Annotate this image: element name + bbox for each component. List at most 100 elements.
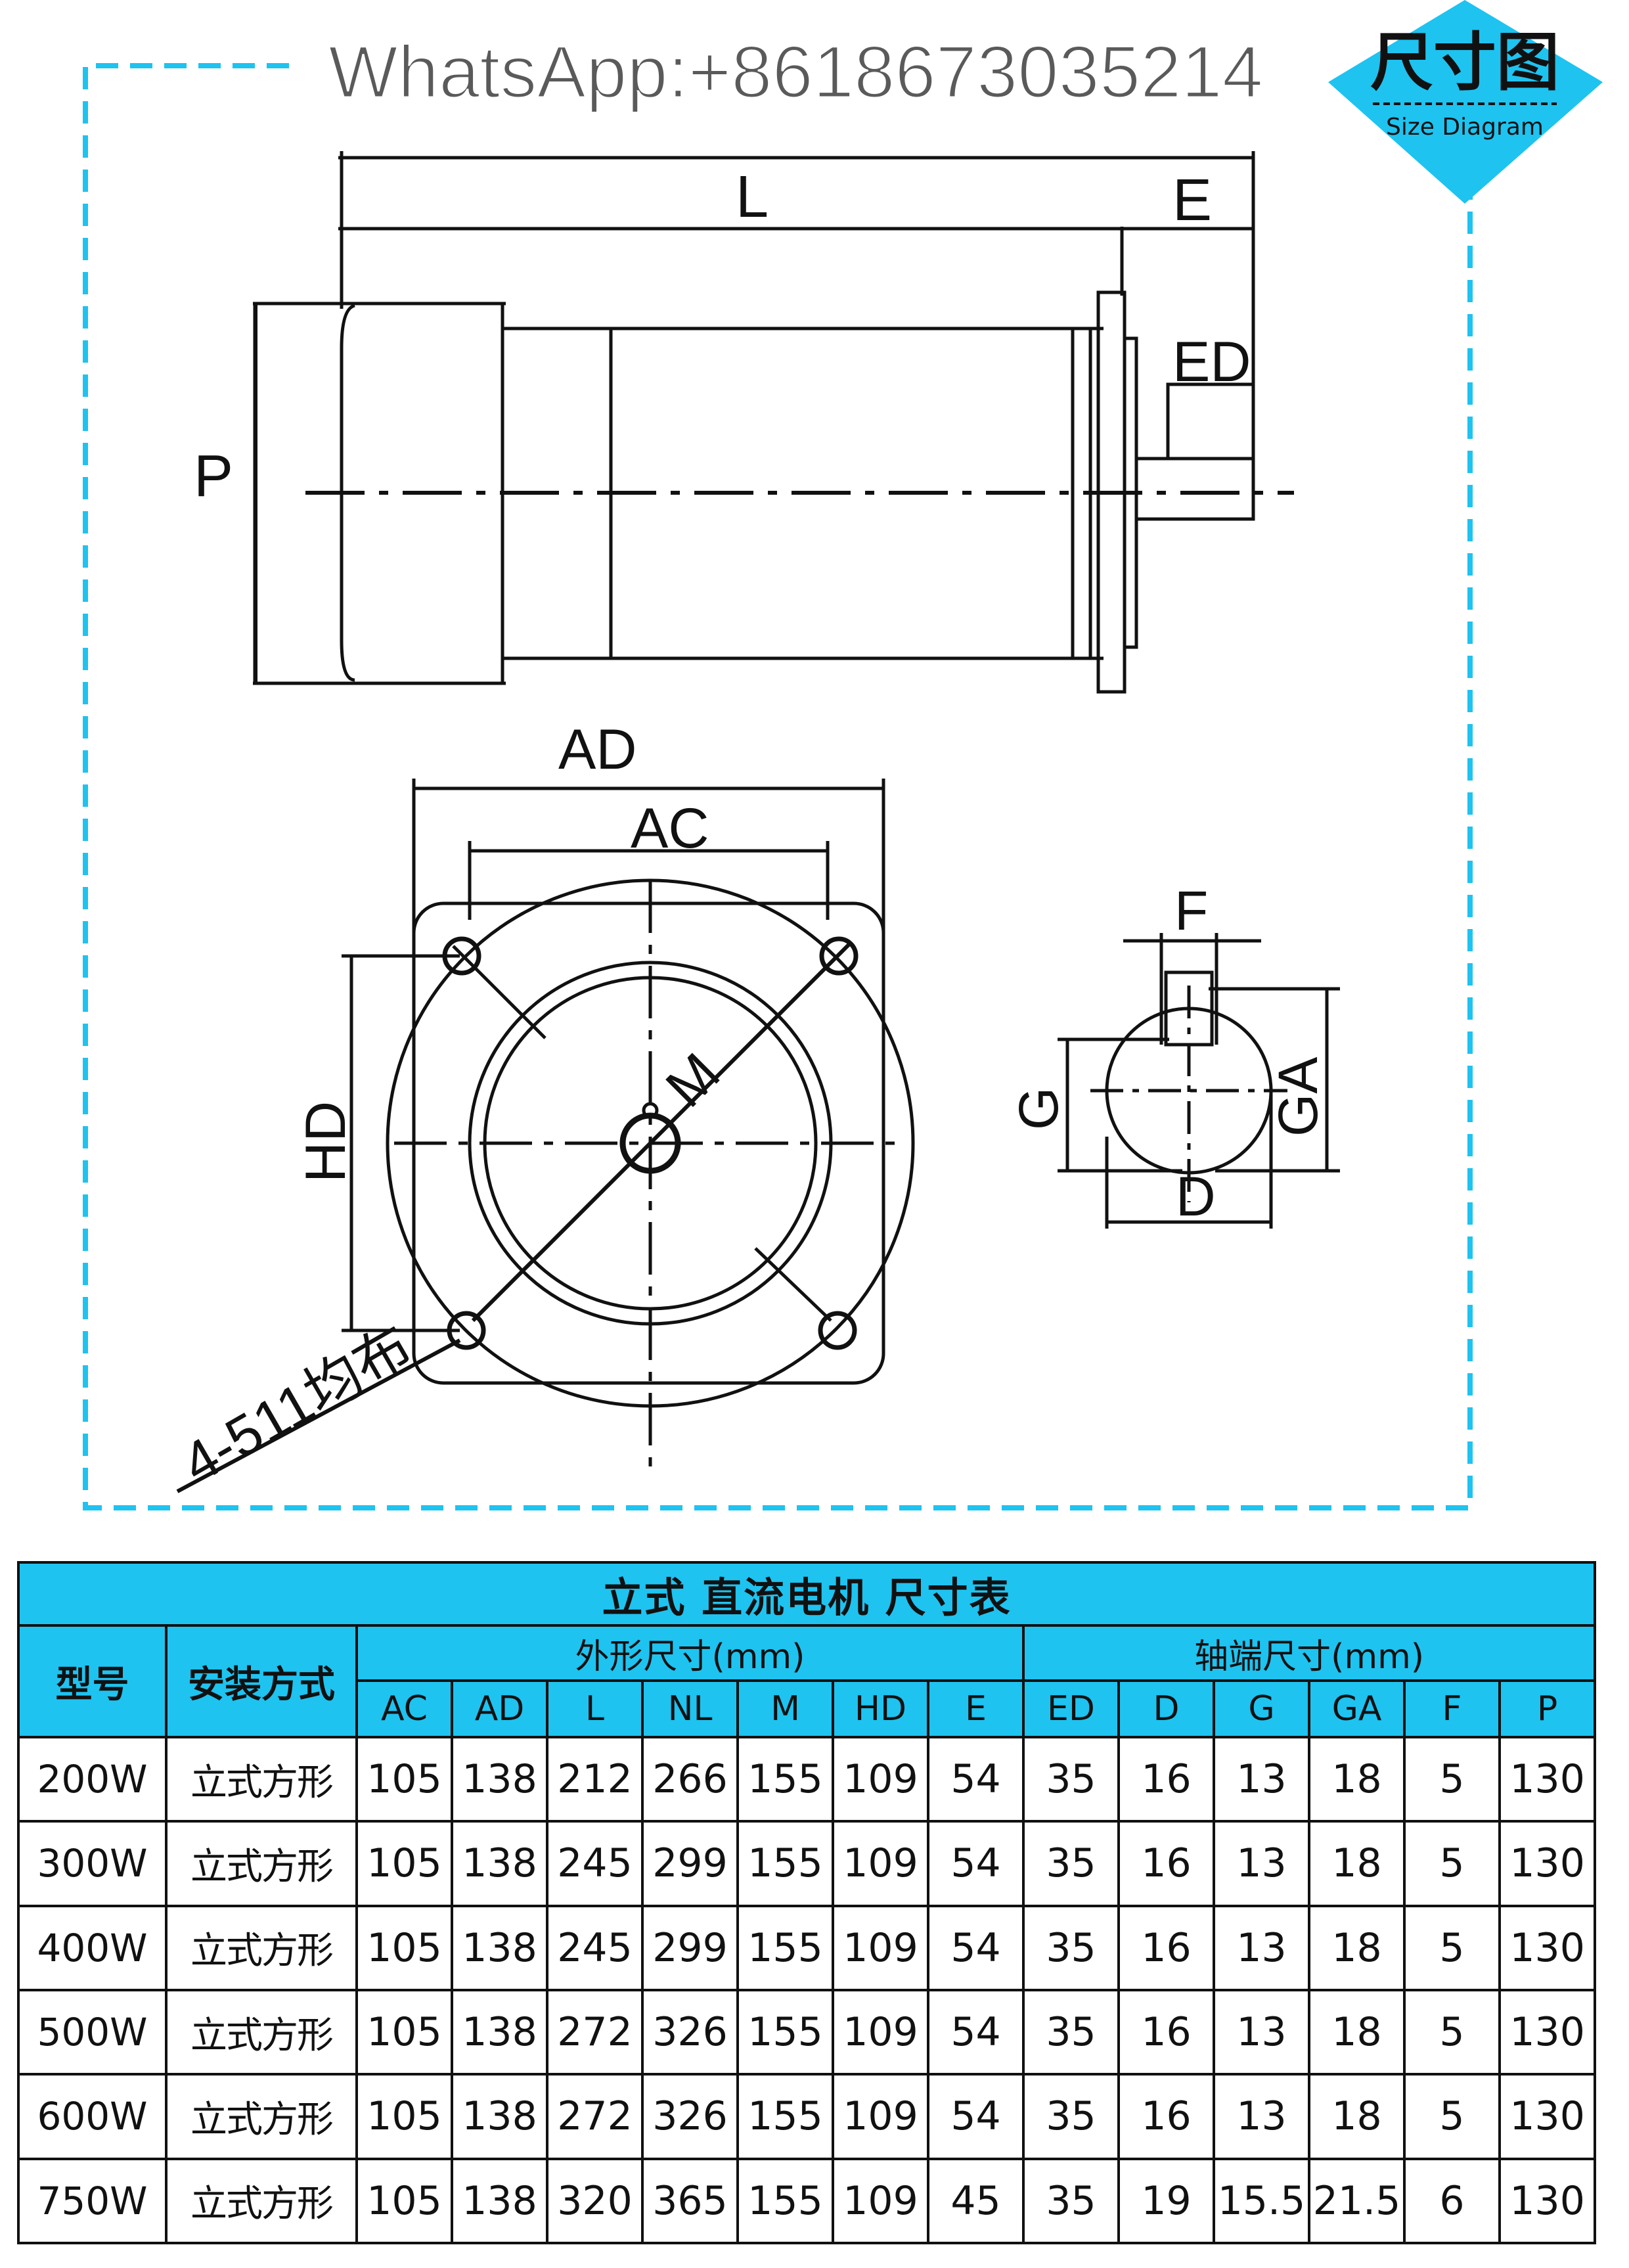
dimension-diagram: WhatsApp:+8618673035214 L E ED P [83,30,1473,1510]
label-AD: AD [558,718,636,781]
value-cell: 6 [1403,2157,1501,2245]
value-cell: 130 [1498,1904,1597,1991]
value-cell: 130 [1498,2157,1597,2245]
value-cell: 15.5 [1213,2157,1310,2245]
value-cell: 155 [736,1820,834,1907]
col-header-g: G [1213,1679,1310,1738]
value-cell: 18 [1308,1904,1406,1991]
value-cell: 13 [1213,1735,1310,1823]
group-outer-header: 外形尺寸(mm) [355,1624,1025,1682]
col-header-m: M [736,1679,834,1738]
value-cell: 272 [546,2073,644,2160]
col-header-nl: NL [641,1679,739,1738]
value-cell: 299 [641,1904,739,1991]
value-cell: 16 [1117,1988,1215,2076]
value-cell: 109 [832,2073,929,2160]
value-cell: 5 [1403,1735,1501,1823]
model-cell: 500W [17,1988,167,2076]
value-cell: 109 [832,1735,929,1823]
watermark-text: WhatsApp:+8618673035214 [328,31,1263,113]
mount-cell: 立式方形 [165,1735,358,1823]
col-header-ed: ED [1022,1679,1120,1738]
col-header-ac: AC [355,1679,453,1738]
value-cell: 155 [736,2073,834,2160]
mount-cell: 立式方形 [165,2073,358,2160]
value-cell: 326 [641,1988,739,2076]
col-header-p: P [1498,1679,1597,1738]
value-cell: 5 [1403,1988,1501,2076]
value-cell: 109 [832,1988,929,2076]
model-cell: 750W [17,2157,167,2245]
label-holes: 4-511均布 [172,1315,423,1496]
value-cell: 35 [1022,2157,1120,2245]
col-header-e: E [927,1679,1025,1738]
col-header-hd: HD [832,1679,929,1738]
value-cell: 245 [546,1820,644,1907]
value-cell: 105 [355,2157,453,2245]
value-cell: 155 [736,2157,834,2245]
value-cell: 155 [736,1988,834,2076]
label-E: E [1172,168,1212,233]
value-cell: 54 [927,1820,1025,1907]
value-cell: 138 [451,1904,548,1991]
side-view [253,151,1255,694]
label-M: M [654,1041,732,1120]
label-AC: AC [631,797,709,860]
col-header-ga: GA [1308,1679,1406,1738]
value-cell: 16 [1117,1735,1215,1823]
label-ED: ED [1172,330,1251,394]
value-cell: 54 [927,1735,1025,1823]
value-cell: 105 [355,1735,453,1823]
value-cell: 35 [1022,1735,1120,1823]
col-header-f: F [1403,1679,1501,1738]
value-cell: 19 [1117,2157,1215,2245]
col-header-ad: AD [451,1679,548,1738]
value-cell: 18 [1308,1988,1406,2076]
value-cell: 5 [1403,2073,1501,2160]
value-cell: 16 [1117,1904,1215,1991]
dimension-table: 立式 直流电机 尺寸表 型号 安装方式 外形尺寸(mm) 轴端尺寸(mm) AC… [16,1561,1597,2245]
value-cell: 109 [832,2157,929,2245]
model-cell: 300W [17,1820,167,1907]
value-cell: 109 [832,1820,929,1907]
value-cell: 18 [1308,2073,1406,2160]
value-cell: 365 [641,2157,739,2245]
mount-cell: 立式方形 [165,1988,358,2076]
diagram-frame [83,63,1473,1510]
value-cell: 13 [1213,1904,1310,1991]
value-cell: 5 [1403,1820,1501,1907]
value-cell: 18 [1308,1735,1406,1823]
value-cell: 45 [927,2157,1025,2245]
value-cell: 105 [355,1820,453,1907]
value-cell: 16 [1117,2073,1215,2160]
value-cell: 130 [1498,1735,1597,1823]
value-cell: 138 [451,1988,548,2076]
badge-subtitle: Size Diagram [1386,114,1544,141]
mount-cell: 立式方形 [165,2157,358,2245]
value-cell: 5 [1403,1904,1501,1991]
col-model-header: 型号 [17,1624,167,1738]
value-cell: 13 [1213,2073,1310,2160]
value-cell: 13 [1213,1988,1310,2076]
value-cell: 155 [736,1735,834,1823]
value-cell: 138 [451,2157,548,2245]
value-cell: 266 [641,1735,739,1823]
model-cell: 200W [17,1735,167,1823]
value-cell: 130 [1498,2073,1597,2160]
label-F: F [1174,880,1208,941]
mount-cell: 立式方形 [165,1904,358,1991]
col-mount-header: 安装方式 [165,1624,358,1738]
value-cell: 130 [1498,1988,1597,2076]
label-HD: HD [294,1101,357,1183]
value-cell: 13 [1213,1820,1310,1907]
value-cell: 35 [1022,1988,1120,2076]
col-header-l: L [546,1679,644,1738]
value-cell: 130 [1498,1820,1597,1907]
size-diagram-badge: 尺寸图 Size Diagram [1328,0,1603,204]
value-cell: 109 [832,1904,929,1991]
label-D: D [1176,1166,1216,1227]
value-cell: 35 [1022,1904,1120,1991]
